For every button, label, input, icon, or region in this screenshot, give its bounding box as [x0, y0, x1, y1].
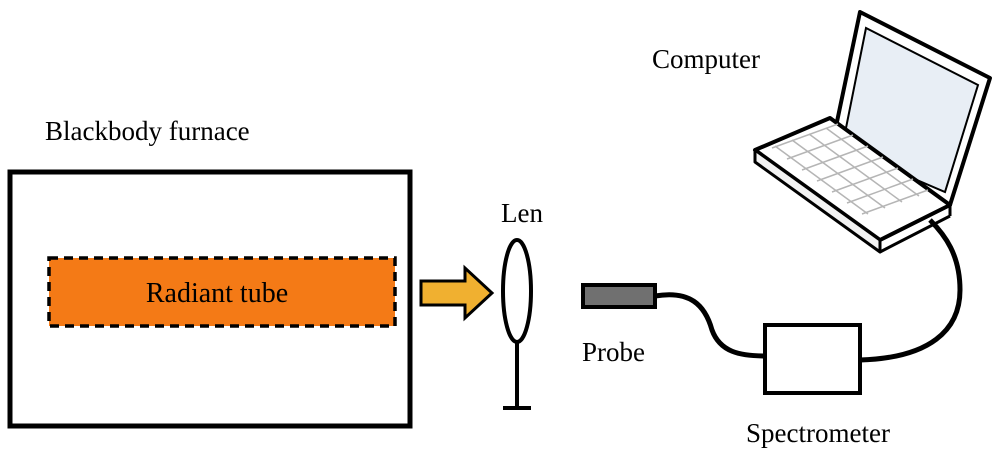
radiant-tube [47, 256, 397, 328]
probe [581, 283, 657, 309]
laptop-computer [753, 10, 992, 254]
spectrometer [763, 323, 862, 395]
computer-label: Computer [652, 44, 760, 74]
probe-label: Probe [582, 337, 645, 367]
radiation-arrow [419, 264, 495, 322]
probe-cable [654, 292, 766, 359]
spectrometer-label: Spectrometer [746, 418, 890, 448]
lens-label: Len [501, 198, 543, 228]
laptop-keyboard [771, 123, 929, 215]
computer-cable [859, 218, 963, 363]
tube-label: Radiant tube [146, 278, 288, 309]
lens [501, 238, 533, 410]
furnace-label: Blackbody furnace [45, 116, 250, 146]
